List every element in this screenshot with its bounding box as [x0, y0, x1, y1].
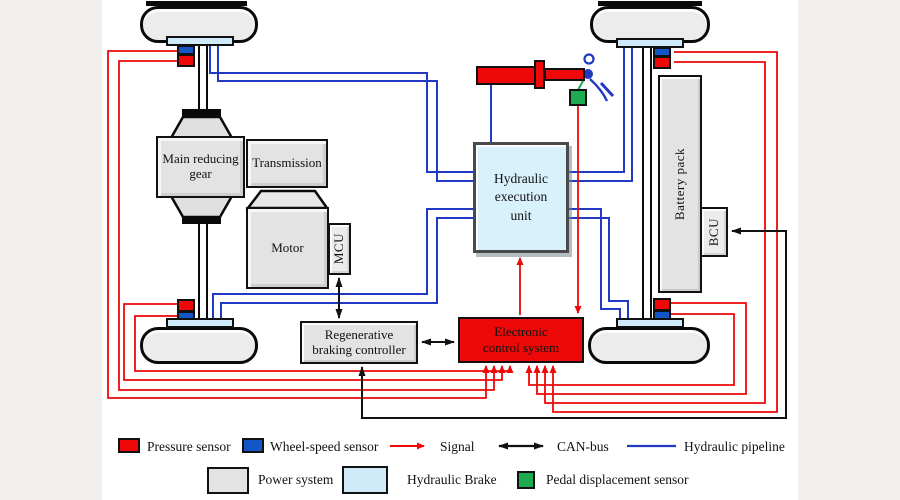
wheel-front-right: [590, 6, 710, 43]
mcu-box: MCU: [328, 223, 351, 275]
legend-wheel-speed-sensor-label: Wheel-speed sensor: [270, 439, 379, 454]
master-cylinder-body: [476, 66, 536, 85]
regenerative-braking-controller-label: Regenerative braking controller: [312, 326, 406, 357]
pressure-sensor-front-left: [177, 54, 195, 67]
legend-power-system-swatch: [207, 467, 249, 494]
legend-can-bus-label: CAN-bus: [557, 439, 609, 454]
regenerative-braking-controller-box: Regenerative braking controller: [300, 321, 418, 364]
legend-pedal-displacement-sensor-swatch: [517, 471, 535, 489]
transmission-box: Transmission: [246, 139, 328, 188]
hydraulic-execution-unit-box: Hydraulic execution unit: [473, 142, 569, 253]
hydraulic-brake-front-right: [616, 38, 684, 48]
hydraulic-brake-front-left: [166, 36, 234, 46]
main-reducing-gear-label: Main reducing gear: [162, 151, 239, 181]
wheel-rear-right: [588, 327, 710, 364]
battery-pack-box: Battery pack: [658, 75, 702, 293]
tread-front-right: [598, 1, 702, 6]
battery-pack-label: Battery pack: [671, 147, 687, 221]
legend-signal-label: Signal: [440, 439, 475, 454]
legend-hydraulic-pipeline-label: Hydraulic pipeline: [684, 439, 785, 454]
bcu-label: BCU: [705, 217, 721, 247]
pedal-displacement-sensor: [569, 89, 587, 106]
legend-wheel-speed-sensor-swatch: [242, 438, 264, 453]
legend-hydraulic-brake-label: Hydraulic Brake: [407, 472, 497, 487]
motor-label: Motor: [271, 239, 304, 255]
wheel-rear-left: [140, 327, 258, 364]
mcu-label: MCU: [331, 233, 347, 265]
pressure-sensor-front-right: [653, 56, 671, 69]
bcu-box: BCU: [700, 207, 728, 257]
electronic-control-system-label: Electronic control system: [482, 323, 560, 355]
motor-box: Motor: [246, 207, 329, 289]
master-cylinder-rod: [544, 68, 585, 81]
legend-pressure-sensor-swatch: [118, 438, 140, 453]
legend-pressure-sensor-label: Pressure sensor: [147, 439, 231, 454]
legend-power-system-label: Power system: [258, 472, 334, 487]
hydraulic-execution-unit-label: Hydraulic execution unit: [494, 171, 548, 223]
legend-pedal-displacement-sensor-label: Pedal displacement sensor: [546, 472, 689, 487]
legend-hydraulic-brake-swatch: [342, 466, 388, 494]
main-reducing-gear-box: Main reducing gear: [156, 136, 245, 198]
transmission-label: Transmission: [252, 155, 322, 171]
tread-front-left: [146, 1, 247, 6]
electronic-control-system-box: Electronic control system: [458, 317, 584, 363]
